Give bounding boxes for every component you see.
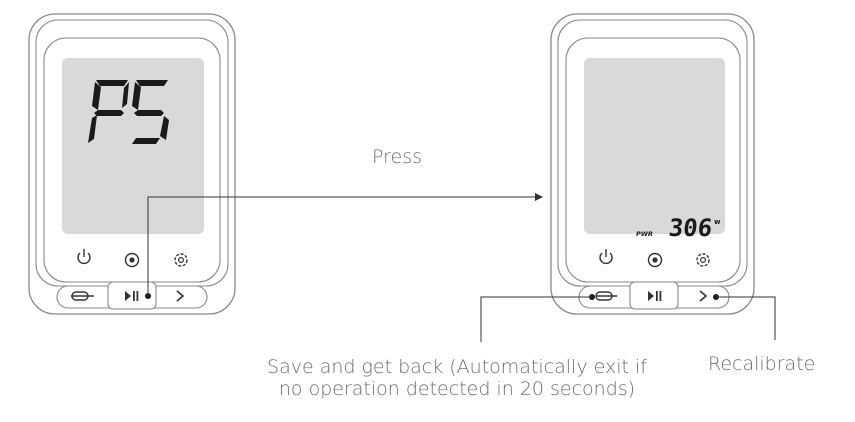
right-back-icon[interactable] — [595, 291, 617, 301]
right-screen-unit: w — [714, 218, 721, 226]
right-screen-value: 306 — [667, 214, 713, 242]
right-play-pause-icon[interactable] — [648, 291, 662, 301]
right-device-screen — [584, 58, 725, 234]
right-record-icon[interactable] — [647, 252, 663, 268]
left-power-icon[interactable] — [77, 249, 91, 265]
right-screen-label: PWR — [636, 230, 653, 238]
left-back-icon[interactable] — [71, 291, 94, 301]
save-label-line-2: no operation detected in 20 seconds) — [278, 378, 636, 400]
right-power-icon[interactable] — [599, 249, 613, 265]
left-next-icon[interactable] — [176, 290, 185, 302]
save-label-line-1: Save and get back (Automatically exit if — [267, 356, 647, 378]
left-play-pause-button[interactable] — [107, 281, 157, 310]
left-record-icon[interactable] — [124, 252, 140, 268]
right-next-icon[interactable] — [699, 290, 708, 302]
left-gear-icon[interactable] — [174, 253, 188, 267]
left-play-pause-icon[interactable] — [125, 291, 139, 301]
right-play-pause-button[interactable] — [629, 281, 679, 310]
left-device — [28, 13, 236, 315]
left-screen-text-p5 — [88, 80, 169, 144]
right-device: PWR 306 w — [550, 13, 755, 315]
recalibrate-label: Recalibrate — [708, 353, 816, 375]
right-gear-icon[interactable] — [696, 253, 710, 267]
left-device-screen — [62, 58, 204, 234]
press-label: Press — [372, 146, 423, 168]
save-connector-line — [480, 296, 592, 342]
recalibrate-connector-line — [716, 296, 776, 340]
press-connector-line — [147, 193, 543, 296]
save-and-back-label: Save and get back (Automatically exit if… — [222, 356, 692, 400]
